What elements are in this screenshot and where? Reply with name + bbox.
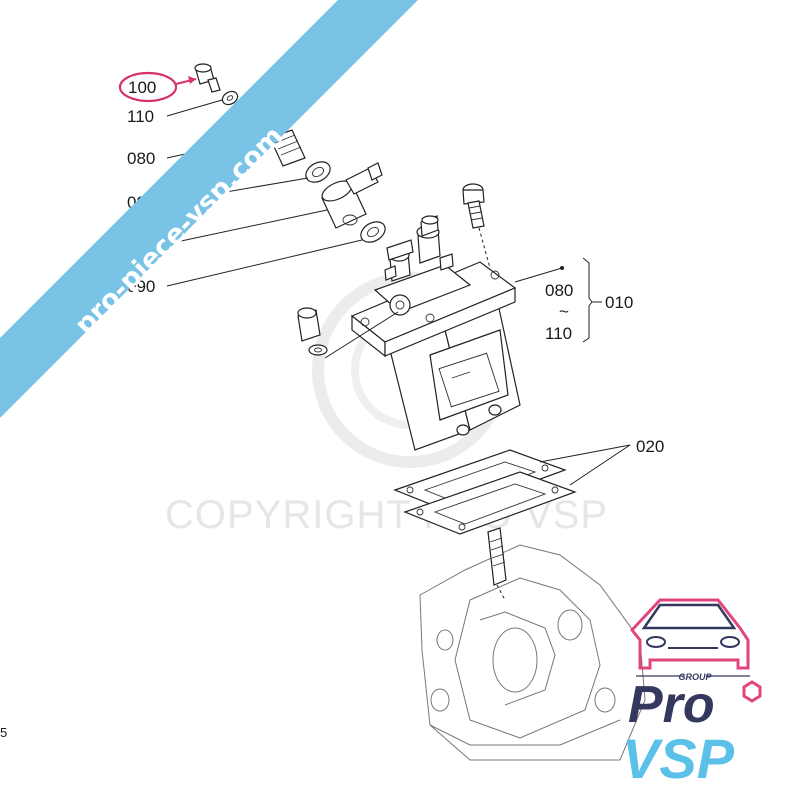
stud-bolt — [487, 527, 507, 601]
label-010: 010 — [605, 293, 633, 312]
highlight-100 — [118, 71, 197, 103]
page-number: 5 — [0, 725, 7, 740]
banner-url: pro-piece-vsp.com — [69, 120, 289, 340]
washer-110 — [221, 90, 239, 106]
label-080-range: 080 — [545, 281, 573, 300]
leader-lines — [166, 99, 631, 486]
logo-pro-text: Pro — [628, 676, 715, 734]
washer-090-upper — [305, 161, 331, 183]
left-nut-washer — [297, 307, 399, 359]
bolt-100 — [194, 63, 221, 93]
gasket-lower — [403, 471, 577, 535]
washer-090-lower — [360, 221, 386, 243]
injection-pump-body — [350, 215, 521, 451]
logo-vsp-text: VSP — [622, 727, 735, 790]
pro-vsp-logo: GROUP Pro VSP — [622, 598, 762, 790]
label-tilde: ~ — [559, 302, 569, 321]
label-080: 080 — [127, 149, 155, 168]
logo-group-text: GROUP — [678, 672, 712, 682]
label-020: 020 — [636, 437, 664, 456]
label-100: 100 — [128, 78, 156, 97]
engine-block — [419, 544, 646, 761]
label-110: 110 — [127, 107, 154, 126]
pump-mounting-bolt — [462, 183, 491, 269]
label-110-range: 110 — [545, 324, 572, 343]
banjo-fitting-070 — [321, 162, 383, 229]
